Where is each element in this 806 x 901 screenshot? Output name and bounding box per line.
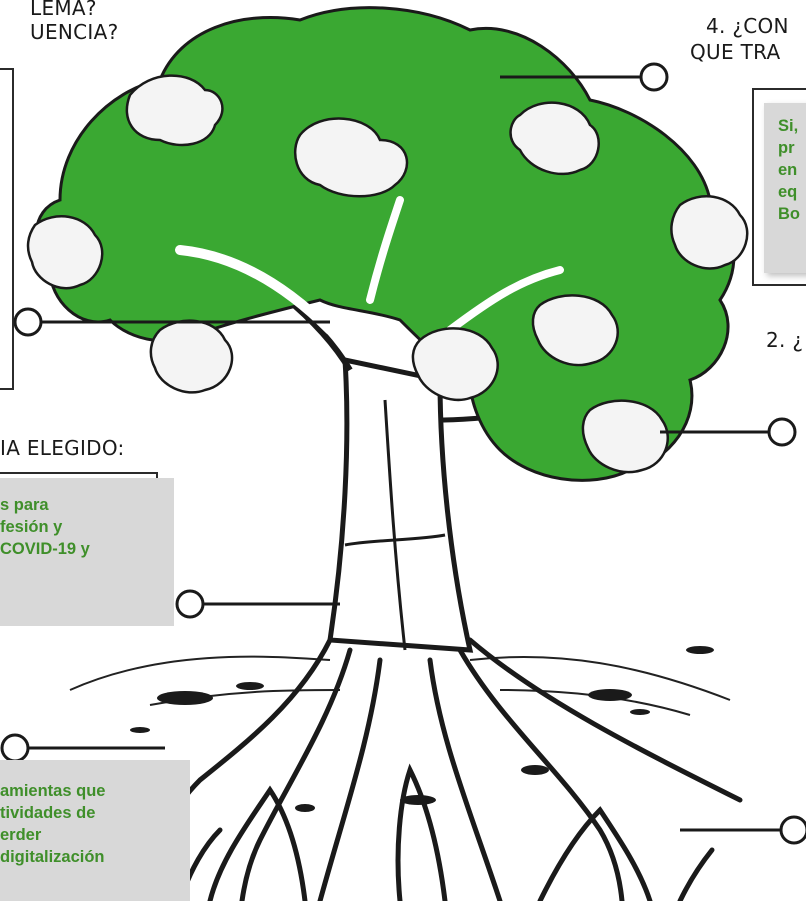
connectors: [0, 62, 806, 845]
ground-dashes: [130, 646, 714, 812]
right-box-line: Si,: [778, 117, 799, 135]
right-box-line: pr: [778, 139, 795, 157]
right-box-line: en: [778, 161, 798, 179]
bottom-left-box: amientas que tividades de erder digitali…: [0, 760, 190, 901]
bottom-box-line: amientas que: [0, 782, 106, 800]
tree-leaf-clusters: [26, 74, 749, 474]
bottom-box-line: digitalización: [0, 848, 105, 866]
tree-roots: [137, 637, 743, 901]
chosen-topic-box: s para fesión y COVID-19 y: [0, 478, 174, 626]
bottom-box-line: tividades de: [0, 804, 96, 822]
left-frame: [0, 68, 14, 390]
connector-node-right-mid: [767, 417, 797, 447]
heading-problem-line2: UENCIA?: [30, 20, 119, 44]
right-box-frame: [752, 88, 806, 286]
connector-node-left-low: [175, 589, 205, 619]
heading-problem-line1: LEMA?: [30, 0, 97, 20]
heading-question2: 2. ¿: [766, 328, 804, 352]
right-box-line: eq: [778, 183, 798, 201]
connector-node-bottom-left: [0, 733, 30, 763]
tema-box-frame: [0, 472, 158, 478]
tema-box-line: fesión y: [0, 518, 63, 536]
connector-node-top-right: [639, 62, 669, 92]
connector-node-left-mid: [13, 307, 43, 337]
tema-box-line: COVID-19 y: [0, 540, 90, 558]
heading-chosen-topic: IA ELEGIDO:: [0, 436, 125, 460]
right-answer-box: Si, pr en eq Bo: [764, 103, 806, 273]
heading-question4-line1: 4. ¿CON: [706, 14, 789, 38]
tema-box-line: s para: [0, 496, 49, 514]
bottom-box-line: erder: [0, 826, 42, 844]
right-box-line: Bo: [778, 205, 800, 223]
connector-node-bottom-right: [779, 815, 806, 845]
ground-shading: [69, 655, 731, 716]
heading-question4-line2: QUE TRA: [690, 40, 781, 64]
